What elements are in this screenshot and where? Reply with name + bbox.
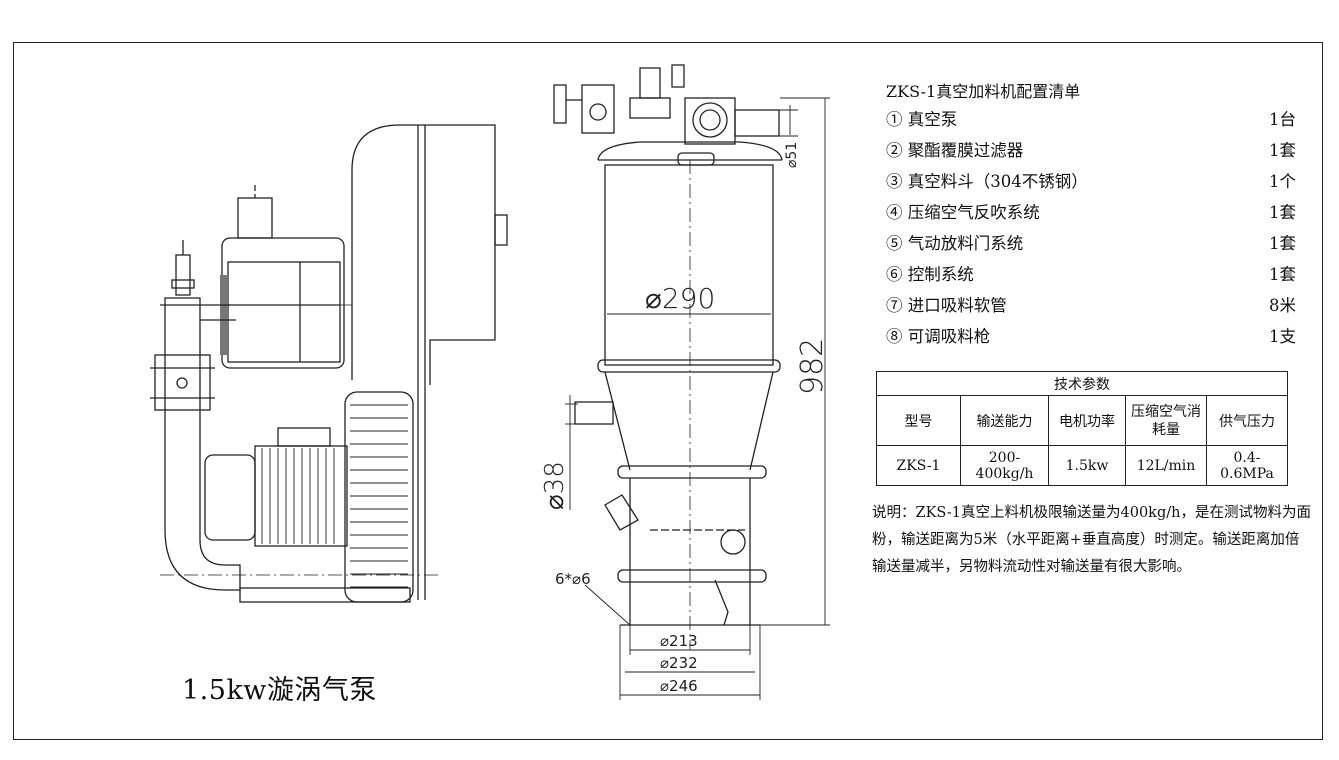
config-item-name: ⑥ 控制系统 bbox=[886, 265, 974, 284]
params-cell-pressure: 0.4-0.6MPa bbox=[1206, 445, 1288, 486]
params-cell-power: 1.5kw bbox=[1048, 445, 1126, 486]
params-header-air-line2: 耗量 bbox=[1152, 421, 1180, 438]
config-item-name: ① 真空泵 bbox=[886, 110, 958, 129]
config-item-name: ④ 压缩空气反吹系统 bbox=[886, 203, 1040, 222]
params-title: 技术参数 bbox=[876, 371, 1288, 396]
params-header-air-line1: 压缩空气消 bbox=[1131, 403, 1201, 420]
config-item: ③ 真空料斗（304不锈钢） 1个 bbox=[886, 166, 1306, 197]
config-item-name: ⑦ 进口吸料软管 bbox=[886, 296, 1007, 315]
config-title: ZKS-1真空加料机配置清单 bbox=[886, 82, 1081, 101]
config-list: ZKS-1真空加料机配置清单 ① 真空泵 1台 ② 聚酯覆膜过滤器 1套 ③ 真空料… bbox=[886, 80, 1306, 352]
dim-holes: 6*⌀6 bbox=[555, 570, 591, 588]
drawing-frame bbox=[13, 42, 1323, 740]
config-item-qty: 8米 bbox=[1269, 296, 1296, 315]
params-header-model: 型号 bbox=[876, 395, 961, 446]
dim-diameter-213: ⌀213 bbox=[660, 632, 698, 650]
params-header-pressure: 供气压力 bbox=[1206, 395, 1288, 446]
note-line: 粉，输送距离为5米（水平距离+垂直高度）时测定。输送距离加倍 bbox=[872, 532, 1300, 548]
params-cell-capacity: 200-400kg/h bbox=[960, 445, 1049, 486]
note-line: 输送量减半，另物料流动性对输送量有很大影响。 bbox=[872, 559, 1191, 575]
dim-height-982: 982 bbox=[795, 338, 830, 395]
tech-params-table: 技术参数 型号 输送能力 电机功率 压缩空气消耗量 供气压力 ZKS-1 200… bbox=[876, 371, 1288, 486]
params-header-capacity: 输送能力 bbox=[960, 395, 1049, 446]
config-item: ⑤ 气动放料门系统 1套 bbox=[886, 228, 1306, 259]
config-item-name: ② 聚酯覆膜过滤器 bbox=[886, 141, 1024, 160]
config-item-qty: 1套 bbox=[1269, 234, 1296, 253]
config-item-qty: 1个 bbox=[1269, 172, 1296, 191]
config-item: ④ 压缩空气反吹系统 1套 bbox=[886, 197, 1306, 228]
config-item: ② 聚酯覆膜过滤器 1套 bbox=[886, 135, 1306, 166]
params-header-air: 压缩空气消耗量 bbox=[1125, 395, 1207, 446]
config-item: ⑥ 控制系统 1套 bbox=[886, 259, 1306, 290]
config-item-qty: 1台 bbox=[1269, 110, 1296, 129]
pump-caption: 1.5kw漩涡气泵 bbox=[182, 675, 377, 706]
dim-diameter-232: ⌀232 bbox=[660, 654, 698, 672]
note-text: 说明：ZKS-1真空上料机极限输送量为400kg/h，是在测试物料为面 粉，输送… bbox=[872, 500, 1312, 581]
config-item-qty: 1套 bbox=[1269, 265, 1296, 284]
config-item-qty: 1支 bbox=[1269, 327, 1296, 346]
config-item-qty: 1套 bbox=[1269, 141, 1296, 160]
config-item: ⑦ 进口吸料软管 8米 bbox=[886, 290, 1306, 321]
dim-diameter-246: ⌀246 bbox=[660, 677, 698, 695]
params-header-power: 电机功率 bbox=[1048, 395, 1126, 446]
dim-diameter-290: ⌀290 bbox=[645, 282, 715, 315]
config-item-qty: 1套 bbox=[1269, 203, 1296, 222]
config-item-name: ⑤ 气动放料门系统 bbox=[886, 234, 1024, 253]
vortex-pump-drawing bbox=[150, 124, 508, 603]
dim-diameter-38: ⌀38 bbox=[540, 461, 570, 510]
config-item-name: ③ 真空料斗（304不锈钢） bbox=[886, 172, 1088, 191]
note-line: 说明：ZKS-1真空上料机极限输送量为400kg/h，是在测试物料为面 bbox=[872, 505, 1311, 521]
vacuum-hopper-drawing bbox=[553, 64, 830, 700]
config-item: ① 真空泵 1台 bbox=[886, 104, 1306, 135]
params-cell-model: ZKS-1 bbox=[876, 445, 961, 486]
dim-diameter-51: ⌀51 bbox=[784, 142, 800, 168]
config-item: ⑧ 可调吸料枪 1支 bbox=[886, 321, 1306, 352]
config-item-name: ⑧ 可调吸料枪 bbox=[886, 327, 991, 346]
params-cell-air: 12L/min bbox=[1125, 445, 1207, 486]
